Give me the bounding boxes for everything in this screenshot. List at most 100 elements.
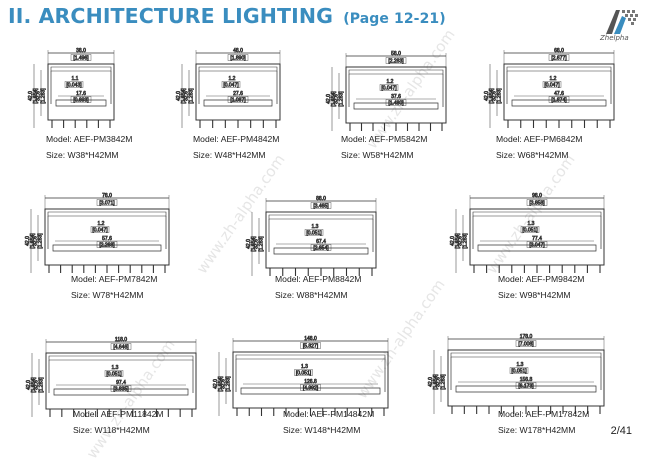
profile-outline bbox=[44, 208, 170, 266]
inner-inch-value: [0.693] bbox=[73, 98, 89, 104]
inner-wall bbox=[50, 71, 112, 104]
height-inch-value: [1.654] bbox=[218, 376, 224, 392]
inner-height-value: 32.6 bbox=[458, 236, 464, 246]
height-value: 42.0 bbox=[326, 94, 332, 104]
height-inch-value: [1.654] bbox=[489, 88, 495, 104]
product-card: 78.0[3.071]1.2[0.047]57.6[2.268]42.0[1.6… bbox=[25, 187, 173, 279]
size-label: Size: W178*H42MM bbox=[498, 425, 576, 435]
model-label: Model: AEF-PM9842M bbox=[498, 274, 585, 284]
inner-wall bbox=[268, 219, 374, 252]
led-channel bbox=[273, 247, 369, 255]
width-inch-value: [1.496] bbox=[73, 56, 89, 62]
inch-box bbox=[104, 370, 124, 377]
inner-height-inch-value: [1.283] bbox=[259, 236, 265, 252]
diffuser-lens bbox=[268, 214, 374, 220]
profile-outline bbox=[45, 352, 197, 410]
inner-height-value: 32.6 bbox=[184, 91, 190, 101]
product-card: 98.0[3.858]1.3[0.051]77.4[3.047]42.0[1.6… bbox=[450, 187, 608, 279]
profile-drawing: 88.0[3.465]1.3[0.051]67.4[2.654]42.0[1.6… bbox=[246, 196, 377, 276]
inch-box bbox=[310, 202, 332, 209]
height-value: 42.0 bbox=[176, 91, 182, 101]
product-card: 38.0[1.496]1.1[0.043]17.6[0.693]42.0[1.6… bbox=[28, 42, 118, 134]
inner-inch-value: [3.047] bbox=[529, 243, 545, 249]
width-value: 68.0 bbox=[554, 48, 564, 54]
width-value: 178.0 bbox=[520, 334, 533, 340]
inner-width-value: 77.4 bbox=[532, 236, 542, 242]
diffuser-lens bbox=[198, 66, 278, 72]
diffuser-lens bbox=[50, 66, 112, 72]
led-channel bbox=[511, 99, 607, 107]
inch-box bbox=[70, 54, 92, 61]
inner-inch-value: [2.268] bbox=[99, 243, 115, 249]
inch-box bbox=[520, 226, 540, 233]
product-card: 118.0[4.646]1.3[0.051]97.4[3.835]42.0[1.… bbox=[26, 331, 200, 423]
profile-drawing: 68.0[2.677]1.2[0.047]47.6[1.874]42.0[1.6… bbox=[484, 48, 615, 128]
inner-wall bbox=[48, 360, 194, 393]
height-inch-value: [1.654] bbox=[455, 233, 461, 249]
inner-wall bbox=[450, 357, 602, 390]
height-inch-value: [1.654] bbox=[181, 88, 187, 104]
inner-wall bbox=[472, 216, 602, 249]
inner-inch-value: [3.835] bbox=[113, 387, 129, 393]
inner-height-value: 32.6 bbox=[33, 236, 39, 246]
model-label: Model: AEF-PM5842M bbox=[341, 134, 428, 144]
lens-inch-value: [0.051] bbox=[511, 369, 527, 375]
diffuser-lens bbox=[47, 211, 167, 217]
diffuser-lens bbox=[235, 354, 386, 360]
led-channel bbox=[455, 385, 597, 393]
size-label: Size: W38*H42MM bbox=[46, 150, 119, 160]
inner-wall bbox=[47, 216, 167, 249]
lens-thickness-value: 1.2 bbox=[98, 221, 105, 227]
lens-inch-value: [0.047] bbox=[544, 83, 560, 89]
profile-drawing: 58.0[2.283]1.2[0.047]37.6[1.480]42.0[1.6… bbox=[326, 51, 447, 131]
lens-thickness-value: 1.2 bbox=[387, 79, 394, 85]
profile-outline bbox=[47, 63, 115, 121]
diffuser-lens bbox=[472, 211, 602, 217]
inch-box bbox=[379, 84, 399, 91]
height-inch-value: [1.654] bbox=[31, 377, 37, 393]
profile-outline bbox=[195, 63, 281, 121]
brand-logo-icon bbox=[606, 10, 638, 34]
height-inch-value: [1.654] bbox=[30, 233, 36, 249]
inch-box bbox=[385, 57, 407, 64]
lens-thickness-value: 1.3 bbox=[312, 224, 319, 230]
inner-height-inch-value: [1.283] bbox=[189, 88, 195, 104]
width-inch-value: [3.858] bbox=[529, 201, 545, 207]
lens-inch-value: [0.051] bbox=[296, 371, 312, 377]
product-card: 68.0[2.677]1.2[0.047]47.6[1.874]42.0[1.6… bbox=[484, 42, 618, 134]
profile-drawing: 178.0[7.008]1.3[0.051]156.8[6.173]42.0[1… bbox=[428, 334, 605, 414]
profile-outline bbox=[232, 351, 389, 409]
profile-drawing: 78.0[3.071]1.2[0.047]57.6[2.268]42.0[1.6… bbox=[25, 193, 170, 273]
inner-height-value: 32.6 bbox=[334, 94, 340, 104]
lens-inch-value: [0.051] bbox=[522, 228, 538, 234]
model-label: Model: AEF-PM6842M bbox=[496, 134, 583, 144]
profile-outline bbox=[265, 211, 377, 269]
led-channel bbox=[52, 244, 162, 252]
led-channel bbox=[53, 388, 189, 396]
inner-wall bbox=[235, 359, 386, 392]
diffuser-lens bbox=[450, 352, 602, 358]
inner-inch-value: [1.087] bbox=[230, 98, 246, 104]
inner-width-value: 156.8 bbox=[520, 377, 533, 383]
inner-inch-value: [6.173] bbox=[518, 384, 534, 390]
width-inch-value: [2.283] bbox=[388, 59, 404, 65]
model-label: Model: AEF-PM7842M bbox=[71, 274, 158, 284]
model-label: Model: AEF-PM11842M bbox=[73, 409, 164, 419]
inner-wall bbox=[506, 71, 612, 104]
height-inch-value: [1.654] bbox=[33, 88, 39, 104]
lens-inch-value: [0.047] bbox=[223, 83, 239, 89]
inner-height-inch-value: [1.283] bbox=[39, 377, 45, 393]
inch-box bbox=[70, 96, 92, 103]
height-value: 42.0 bbox=[246, 239, 252, 249]
inner-height-value: 32.6 bbox=[492, 91, 498, 101]
inch-box bbox=[542, 81, 562, 88]
profile-outline bbox=[503, 63, 615, 121]
inner-wall bbox=[348, 74, 444, 107]
led-channel bbox=[477, 244, 597, 252]
width-inch-value: [2.677] bbox=[551, 56, 567, 62]
inner-width-value: 126.8 bbox=[304, 379, 317, 385]
inch-box bbox=[515, 382, 537, 389]
inner-width-value: 17.6 bbox=[76, 91, 86, 97]
height-value: 42.0 bbox=[28, 91, 34, 101]
page-number: 2/41 bbox=[610, 425, 632, 437]
